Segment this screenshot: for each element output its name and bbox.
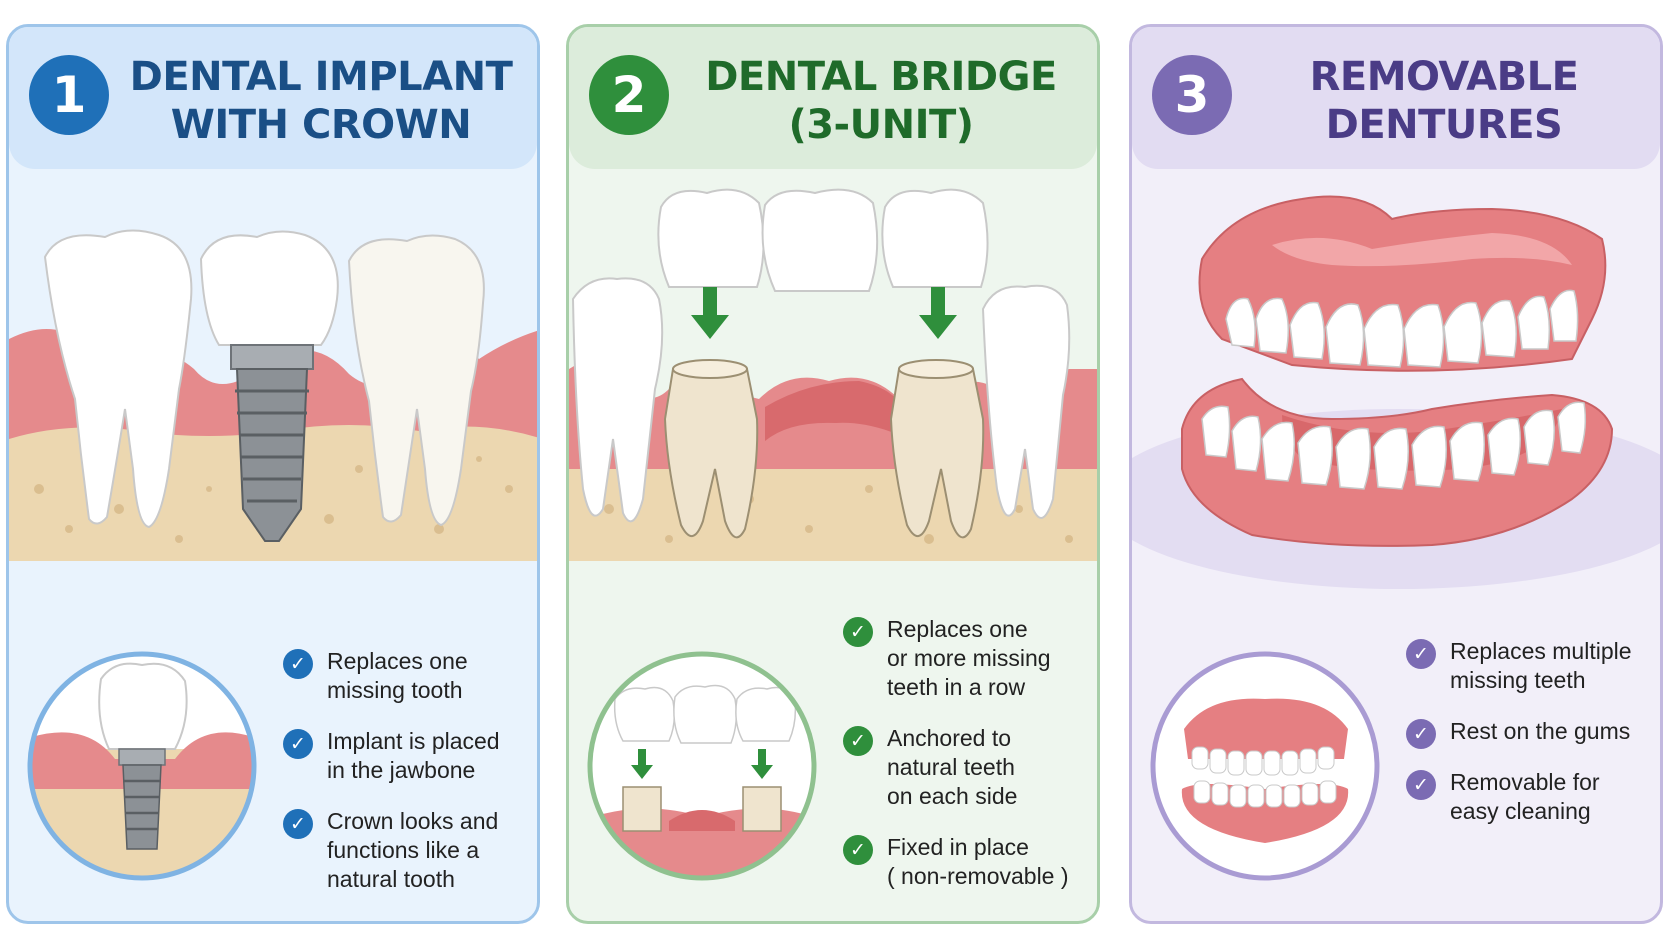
title-line: DENTURES [1325, 102, 1563, 148]
feature-text: natural tooth [327, 866, 455, 892]
panel-details: ✓ Replaces one or more missing teeth in a … [569, 597, 1097, 921]
feature-text: Fixed in place [887, 834, 1029, 860]
title-line: WITH CROWN [170, 102, 472, 148]
feature-item: ✓ Anchored to natural teeth on each side [843, 724, 1097, 811]
number-badge: 1 [29, 55, 109, 135]
check-icon: ✓ [1406, 639, 1436, 669]
feature-text: teeth in a row [887, 674, 1026, 700]
feature-item: ✓ Replaces one or more missing teeth in a … [843, 615, 1097, 702]
feature-text: Rest on the gums [1450, 718, 1631, 744]
dental-bridge-illustration [569, 169, 1097, 621]
number-badge: 2 [589, 55, 669, 135]
check-icon: ✓ [1406, 770, 1436, 800]
feature-text: Replaces one [887, 616, 1028, 642]
feature-item: ✓ Implant is placed in the jawbone [283, 727, 537, 785]
title-line: DENTAL IMPLANT [129, 54, 513, 100]
dentures-thumbnail-icon [1150, 651, 1380, 881]
feature-text: Anchored to [887, 725, 1012, 751]
number-badge: 3 [1152, 55, 1232, 135]
panel-dental-bridge: 2 DENTAL BRIDGE (3-UNIT) [566, 24, 1100, 924]
panel-header: 2 DENTAL BRIDGE (3-UNIT) [569, 27, 1097, 169]
check-icon: ✓ [843, 835, 873, 865]
feature-list: ✓ Replaces multiple missing teeth ✓ Rest … [1406, 637, 1660, 848]
check-icon: ✓ [843, 617, 873, 647]
feature-text: Implant is placed [327, 728, 500, 754]
panel-title: DENTAL IMPLANT WITH CROWN [119, 53, 523, 149]
check-icon: ✓ [843, 726, 873, 756]
feature-text: missing teeth [1450, 667, 1586, 693]
title-line: DENTAL BRIDGE [705, 54, 1057, 100]
check-icon: ✓ [283, 729, 313, 759]
feature-text: Removable for [1450, 769, 1600, 795]
dental-implant-illustration [9, 169, 537, 621]
dentures-illustration [1132, 169, 1660, 621]
feature-item: ✓ Removable for easy cleaning [1406, 768, 1660, 826]
panel-header: 1 DENTAL IMPLANT WITH CROWN [9, 27, 537, 169]
check-icon: ✓ [1406, 719, 1436, 749]
feature-text: natural teeth [887, 754, 1015, 780]
bridge-thumbnail-icon [587, 651, 817, 881]
feature-text: easy cleaning [1450, 798, 1591, 824]
feature-text: or more missing [887, 645, 1051, 671]
panel-title: REMOVABLE DENTURES [1242, 53, 1646, 149]
feature-text: Replaces one [327, 648, 468, 674]
feature-list: ✓ Replaces one missing tooth ✓ Implant is… [283, 647, 537, 916]
panel-title: DENTAL BRIDGE (3-UNIT) [679, 53, 1083, 149]
feature-text: in the jawbone [327, 757, 476, 783]
check-icon: ✓ [283, 809, 313, 839]
feature-item: ✓ Replaces one missing tooth [283, 647, 537, 705]
panel-details: ✓ Replaces multiple missing teeth ✓ Rest … [1132, 597, 1660, 921]
feature-text: Crown looks and [327, 808, 499, 834]
feature-text: Replaces multiple [1450, 638, 1632, 664]
feature-item: ✓ Crown looks and functions like a natural… [283, 807, 537, 894]
implant-thumbnail-icon [27, 651, 257, 881]
feature-list: ✓ Replaces one or more missing teeth in a … [843, 615, 1097, 913]
feature-text: ( non-removable ) [887, 863, 1069, 889]
feature-item: ✓ Replaces multiple missing teeth [1406, 637, 1660, 695]
feature-item: ✓ Fixed in place ( non-removable ) [843, 833, 1097, 891]
panel-header: 3 REMOVABLE DENTURES [1132, 27, 1660, 169]
feature-text: functions like a [327, 837, 480, 863]
feature-item: ✓ Rest on the gums [1406, 717, 1660, 749]
panel-dental-implant: 1 DENTAL IMPLANT WITH CROWN [6, 24, 540, 924]
panel-details: ✓ Replaces one missing tooth ✓ Implant is… [9, 597, 537, 921]
feature-text: missing tooth [327, 677, 463, 703]
feature-text: on each side [887, 783, 1018, 809]
panel-removable-dentures: 3 REMOVABLE DENTURES [1129, 24, 1663, 924]
check-icon: ✓ [283, 649, 313, 679]
title-line: (3-UNIT) [788, 102, 974, 148]
title-line: REMOVABLE [1309, 54, 1579, 100]
